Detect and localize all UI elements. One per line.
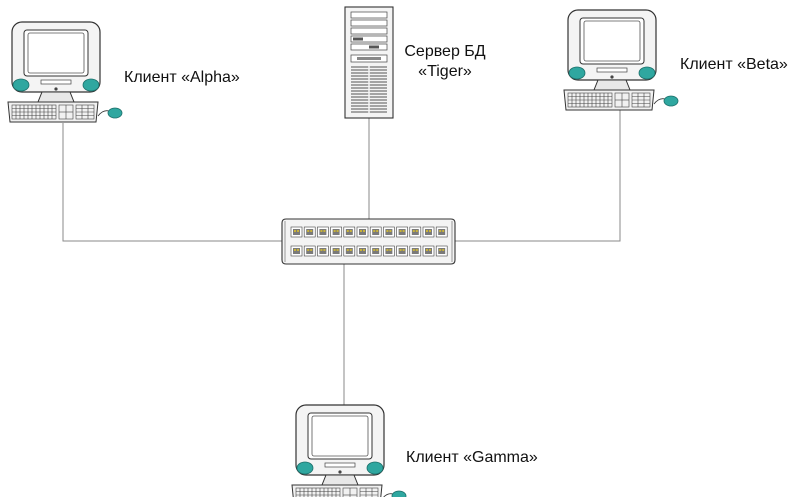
- switch-port-icon: [303, 245, 316, 257]
- link-beta: [455, 110, 621, 242]
- switch-port-icon: [396, 245, 409, 257]
- switch-port-icon: [330, 226, 343, 238]
- switch-port-icon: [422, 226, 435, 238]
- switch-port-icon: [409, 245, 422, 257]
- switch-port-icon: [382, 245, 395, 257]
- switch-port-icon: [303, 226, 316, 238]
- client-alpha-label: Клиент «Alpha»: [124, 69, 240, 86]
- switch-port-icon: [290, 245, 303, 257]
- client-beta-label: Клиент «Beta»: [680, 56, 788, 73]
- switch-port-icon: [330, 245, 343, 257]
- switch-port-icon: [356, 245, 369, 257]
- switch-port-icon: [316, 226, 329, 238]
- switch-port-icon: [343, 245, 356, 257]
- switch-port-icon: [409, 226, 422, 238]
- server-label: Сервер БД «Tiger»: [390, 42, 500, 82]
- switch-port-icon: [422, 245, 435, 257]
- switch-port-icon: [290, 226, 303, 238]
- server-label-line1: Сервер БД: [404, 43, 486, 60]
- switch-port-icon: [396, 226, 409, 238]
- switch-port-icon: [356, 226, 369, 238]
- client-gamma-label: Клиент «Gamma»: [406, 449, 538, 466]
- switch-port-icon: [369, 226, 382, 238]
- switch-port-icon: [316, 245, 329, 257]
- client-beta-computer-icon: [563, 9, 679, 111]
- switch-port-icon: [343, 226, 356, 238]
- network-switch-icon: [281, 218, 456, 265]
- client-gamma-computer-icon: [291, 404, 407, 497]
- switch-port-icon: [382, 226, 395, 238]
- client-alpha-computer-icon: [7, 21, 123, 123]
- switch-port-icon: [435, 245, 448, 257]
- switch-port-icon: [369, 245, 382, 257]
- connection-lines: [62, 110, 621, 410]
- link-alpha: [62, 123, 282, 242]
- database-server-icon: [344, 6, 394, 119]
- server-label-line2: «Tiger»: [418, 63, 472, 80]
- switch-port-icon: [435, 226, 448, 238]
